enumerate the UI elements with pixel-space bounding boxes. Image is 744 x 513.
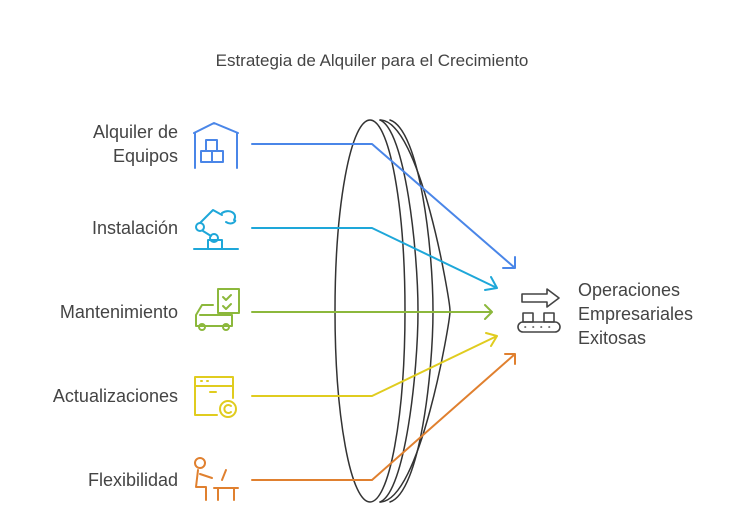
- label-instalacion: Instalación: [91, 218, 178, 238]
- conveyor-arrow-icon: [517, 288, 561, 333]
- label-mantenimiento: Mantenimiento: [59, 302, 178, 322]
- warehouse-icon: [193, 122, 239, 169]
- line-actualizaciones: [251, 332, 498, 397]
- truck-checklist-icon: [195, 288, 240, 331]
- connector-lines: [251, 143, 516, 481]
- browser-refresh-icon: [194, 376, 237, 418]
- line-flexibilidad: [251, 353, 516, 481]
- person-desk-icon: [194, 457, 239, 501]
- robot-arm-icon: [193, 209, 239, 250]
- label-flexibilidad: Flexibilidad: [87, 470, 178, 490]
- diagram-title: Estrategia de Alquiler para el Crecimien…: [215, 51, 529, 70]
- label-actualizaciones: Actualizaciones: [52, 386, 178, 406]
- line-alquiler: [251, 143, 516, 269]
- line-mantenimiento: [251, 304, 493, 320]
- line-instalacion: [251, 227, 498, 291]
